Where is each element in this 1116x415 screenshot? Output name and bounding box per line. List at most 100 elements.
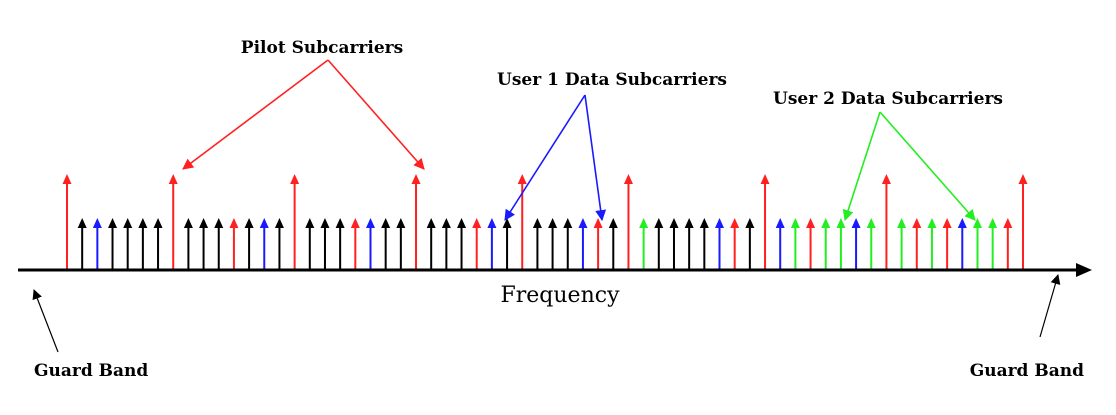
user2-pointer-left bbox=[842, 111, 881, 222]
subcarrier-arrowhead bbox=[411, 174, 421, 184]
frequency-axis-label: Frequency bbox=[501, 283, 621, 308]
subcarrier-arrowhead bbox=[942, 218, 952, 228]
subcarrier-arrowhead bbox=[715, 218, 725, 228]
subcarrier-data bbox=[699, 218, 709, 269]
subcarrier-data bbox=[396, 218, 406, 269]
subcarrier-user1 bbox=[578, 218, 588, 269]
subcarrier-data bbox=[77, 218, 87, 269]
subcarrier-data bbox=[381, 218, 391, 269]
guard-band-left-label: Guard Band bbox=[34, 361, 148, 381]
subcarrier-pilot bbox=[623, 174, 633, 269]
subcarrier-arrowhead bbox=[92, 218, 102, 228]
pilot-pointer-left bbox=[182, 59, 329, 170]
subcarrier-data bbox=[335, 218, 345, 269]
subcarrier-user2 bbox=[790, 218, 800, 269]
subcarrier-arrowhead bbox=[502, 218, 512, 228]
subcarrier-user2 bbox=[639, 218, 649, 269]
subcarrier-pilot bbox=[593, 218, 603, 269]
subcarrier-data bbox=[214, 218, 224, 269]
subcarrier-arrowhead bbox=[957, 218, 967, 228]
subcarrier-data bbox=[548, 218, 558, 269]
subcarrier-data bbox=[608, 218, 618, 269]
subcarrier-pilot bbox=[806, 218, 816, 269]
subcarrier-user1 bbox=[957, 218, 967, 269]
subcarrier-arrowhead bbox=[229, 218, 239, 228]
frequency-axis-arrowhead bbox=[1076, 263, 1092, 277]
subcarrier-user1 bbox=[92, 218, 102, 269]
subcarrier-arrowhead bbox=[168, 174, 178, 184]
subcarrier-arrowhead bbox=[381, 218, 391, 228]
subcarrier-arrowhead bbox=[790, 218, 800, 228]
subcarrier-arrowhead bbox=[472, 218, 482, 228]
subcarrier-arrowhead bbox=[593, 218, 603, 228]
subcarrier-data bbox=[684, 218, 694, 269]
subcarrier-arrowhead bbox=[183, 218, 193, 228]
subcarrier-user1 bbox=[715, 218, 725, 269]
subcarrier-pilot bbox=[229, 218, 239, 269]
subcarrier-arrowhead bbox=[745, 218, 755, 228]
subcarrier-arrowhead bbox=[897, 218, 907, 228]
subcarrier-arrowhead bbox=[730, 218, 740, 228]
subcarrier-arrowhead bbox=[274, 218, 284, 228]
subcarrier-data bbox=[123, 218, 133, 269]
subcarrier-data bbox=[108, 218, 118, 269]
subcarrier-arrowhead bbox=[912, 218, 922, 228]
subcarrier-user2 bbox=[897, 218, 907, 269]
subcarrier-data bbox=[183, 218, 193, 269]
subcarrier-arrowhead bbox=[457, 218, 467, 228]
subcarrier-pilot bbox=[411, 174, 421, 269]
subcarrier-arrowhead bbox=[244, 218, 254, 228]
subcarrier-arrowhead bbox=[563, 218, 573, 228]
user1-pointer-right bbox=[584, 94, 607, 222]
subcarrier-arrowhead bbox=[972, 218, 982, 228]
subcarrier-arrowhead bbox=[836, 218, 846, 228]
subcarrier-pilot bbox=[472, 218, 482, 269]
subcarrier-pilot bbox=[1018, 174, 1028, 269]
subcarrier-arrowhead bbox=[639, 218, 649, 228]
subcarrier-arrowhead bbox=[851, 218, 861, 228]
user1-subcarriers-label: User 1 Data Subcarriers bbox=[497, 70, 727, 90]
subcarrier-arrowhead bbox=[532, 218, 542, 228]
subcarrier-arrowhead bbox=[487, 218, 497, 228]
subcarrier-user2 bbox=[927, 218, 937, 269]
subcarrier-arrowhead bbox=[350, 218, 360, 228]
subcarrier-arrowhead bbox=[548, 218, 558, 228]
subcarrier-arrowhead bbox=[669, 218, 679, 228]
subcarrier-arrowhead bbox=[123, 218, 133, 228]
subcarrier-group bbox=[62, 174, 1028, 269]
subcarrier-pilot bbox=[62, 174, 72, 269]
user2-subcarriers-label: User 2 Data Subcarriers bbox=[773, 89, 1003, 109]
subcarrier-arrowhead bbox=[199, 218, 209, 228]
subcarrier-user1 bbox=[365, 218, 375, 269]
subcarrier-data bbox=[153, 218, 163, 269]
subcarrier-pilot bbox=[760, 174, 770, 269]
subcarrier-arrowhead bbox=[988, 218, 998, 228]
subcarrier-user2 bbox=[988, 218, 998, 269]
subcarrier-arrowhead bbox=[396, 218, 406, 228]
subcarrier-arrowhead bbox=[654, 218, 664, 228]
subcarrier-arrowhead bbox=[623, 174, 633, 184]
subcarrier-arrowhead bbox=[214, 218, 224, 228]
subcarrier-arrowhead bbox=[320, 218, 330, 228]
subcarrier-arrowhead bbox=[153, 218, 163, 228]
subcarrier-data bbox=[502, 218, 512, 269]
subcarrier-arrowhead bbox=[517, 174, 527, 184]
subcarrier-arrowhead bbox=[699, 218, 709, 228]
subcarrier-arrowhead bbox=[108, 218, 118, 228]
subcarrier-pilot bbox=[350, 218, 360, 269]
subcarrier-data bbox=[532, 218, 542, 269]
pilot-subcarriers-label: Pilot Subcarriers bbox=[241, 38, 403, 58]
subcarrier-arrowhead bbox=[608, 218, 618, 228]
subcarrier-arrowhead bbox=[1003, 218, 1013, 228]
subcarrier-user1 bbox=[775, 218, 785, 269]
subcarrier-arrowhead bbox=[1018, 174, 1028, 184]
subcarrier-pilot bbox=[730, 218, 740, 269]
subcarrier-arrowhead bbox=[335, 218, 345, 228]
subcarrier-arrowhead bbox=[866, 218, 876, 228]
subcarrier-data bbox=[654, 218, 664, 269]
subcarrier-user2 bbox=[821, 218, 831, 269]
subcarrier-user2 bbox=[836, 218, 846, 269]
subcarrier-data bbox=[274, 218, 284, 269]
subcarrier-arrowhead bbox=[290, 174, 300, 184]
